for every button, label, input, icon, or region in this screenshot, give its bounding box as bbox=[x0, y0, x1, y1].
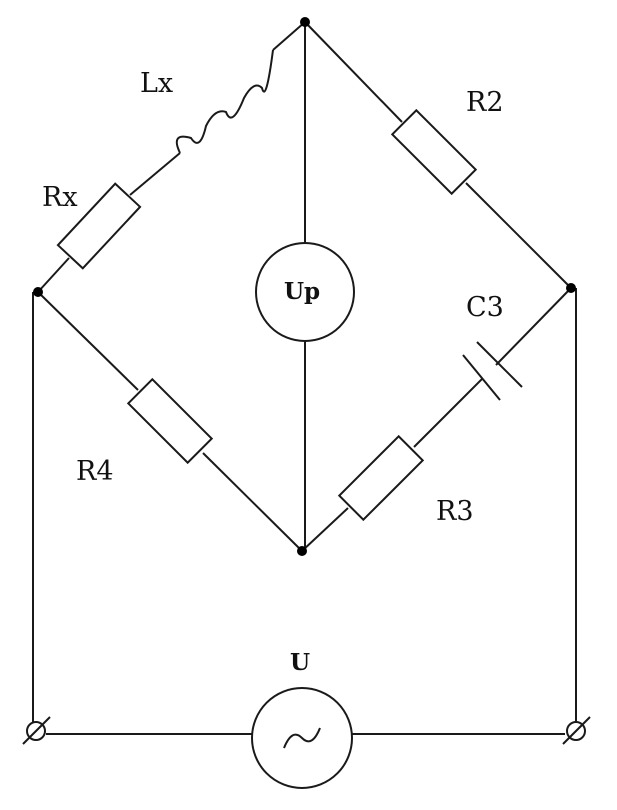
wire-lx-to-rx bbox=[129, 152, 181, 196]
resistor-r4 bbox=[126, 377, 214, 465]
label-r2: R2 bbox=[466, 87, 504, 118]
capacitor-c3-plate-1 bbox=[462, 354, 501, 401]
wire-r2-to-right bbox=[465, 182, 572, 289]
label-u: U bbox=[290, 649, 310, 676]
wire-right-to-c3 bbox=[495, 287, 572, 366]
wire-top-to-r2 bbox=[304, 21, 403, 123]
detector-up-circle bbox=[255, 242, 355, 342]
capacitor-c3-plate-2 bbox=[476, 341, 523, 388]
inductor-lx bbox=[175, 49, 274, 154]
wire-left-to-r4 bbox=[37, 291, 139, 391]
wire-c3-to-r3 bbox=[413, 378, 483, 448]
label-rx: Rx bbox=[42, 182, 78, 213]
wire-r3-to-bottom bbox=[301, 507, 349, 552]
node-top bbox=[300, 17, 310, 27]
capacitor-c3 bbox=[462, 341, 523, 401]
wire-top-to-lx bbox=[272, 21, 306, 51]
terminal-right bbox=[562, 716, 591, 745]
label-up: Up bbox=[284, 278, 320, 305]
ac-source-u bbox=[251, 687, 353, 789]
resistor-r2 bbox=[390, 108, 478, 196]
label-r4: R4 bbox=[76, 456, 114, 487]
node-left bbox=[33, 287, 43, 297]
label-r3: R3 bbox=[436, 496, 474, 527]
sine-wave-icon bbox=[283, 727, 321, 749]
resistor-r3 bbox=[337, 434, 425, 522]
node-right bbox=[566, 283, 576, 293]
label-c3: C3 bbox=[466, 292, 504, 323]
wire-rx-to-left bbox=[37, 257, 70, 293]
resistor-rx bbox=[56, 182, 142, 270]
detector-up bbox=[255, 242, 355, 342]
wires bbox=[32, 21, 577, 735]
terminal-left bbox=[22, 716, 51, 745]
wire-r4-to-bottom bbox=[202, 452, 303, 552]
label-lx: Lx bbox=[140, 68, 173, 99]
node-bottom bbox=[297, 546, 307, 556]
